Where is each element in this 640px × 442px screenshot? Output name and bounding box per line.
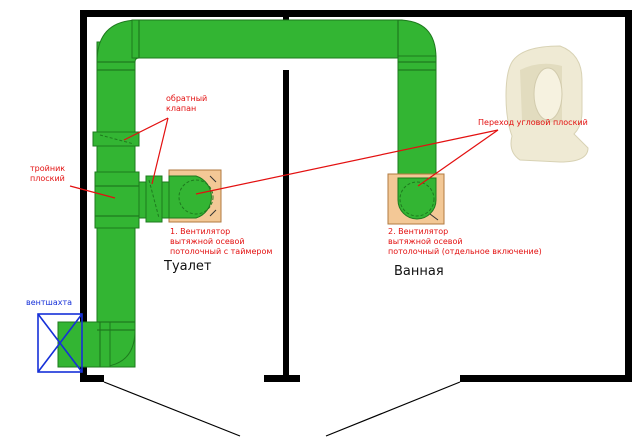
wall-left xyxy=(80,10,87,382)
vent-shaft-symbol xyxy=(37,313,83,373)
angle-adapter-label: Переход угловой плоский xyxy=(478,118,588,127)
fan-1-adapter xyxy=(168,175,212,219)
duct-right-vertical xyxy=(397,55,437,181)
fan-2-label: 2. Вентилятор вытяжной осевой потолочный… xyxy=(388,227,542,256)
valve-flaps xyxy=(99,134,160,219)
fan-1-label: 1. Вентилятор вытяжной осевой потолочный… xyxy=(170,227,273,256)
vent-shaft-label: вентшахта xyxy=(26,298,73,307)
room-label-bathroom: Ванная xyxy=(394,264,444,279)
check-valve-label: обратный клапан xyxy=(166,94,208,113)
duct-joints xyxy=(95,20,436,367)
fan-1 xyxy=(168,169,222,223)
partition-foot xyxy=(264,375,300,382)
wall-bottom-left xyxy=(80,375,104,382)
room-label-toilet: Туалет xyxy=(164,259,212,274)
duct-top-horizontal xyxy=(131,19,403,59)
duct-tee xyxy=(94,171,140,229)
walls xyxy=(80,10,632,382)
check-valve-branch xyxy=(145,175,163,223)
fan-2-rotor xyxy=(399,181,435,217)
fan-2 xyxy=(387,173,445,225)
angle-adapter-photo xyxy=(505,45,589,163)
annotation-lines xyxy=(69,117,499,199)
wall-bottom-right xyxy=(460,375,632,382)
door-lines xyxy=(103,381,461,437)
wall-top xyxy=(80,10,632,17)
partition-wall xyxy=(283,70,289,380)
tee-label: тройник плоский xyxy=(30,164,66,183)
fan-2-adapter xyxy=(397,177,437,220)
duct-to-shaft xyxy=(57,321,111,368)
wall-right xyxy=(625,10,632,382)
partition-top-stub xyxy=(283,10,289,27)
fan-1-rotor xyxy=(178,179,214,215)
duct-system xyxy=(57,19,437,368)
